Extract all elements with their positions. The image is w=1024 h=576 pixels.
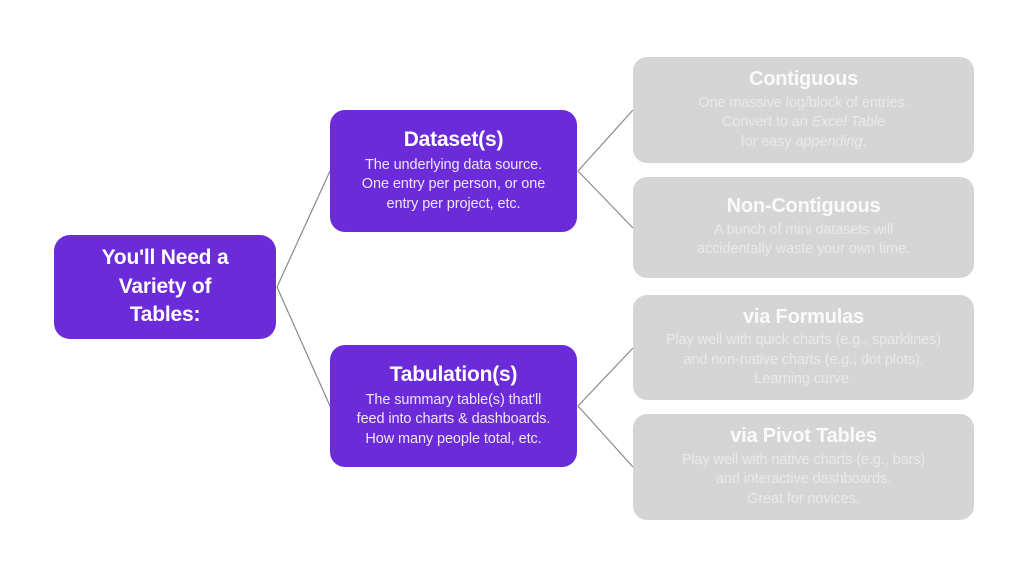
- leaf-contiguous-description: One massive log/block of entries.Convert…: [698, 94, 909, 150]
- leaf-node-via-pivot-tables[interactable]: via Pivot Tables Play well with native c…: [633, 414, 974, 520]
- branch-tabulation-description: The summary table(s) that'll feed into c…: [357, 391, 551, 449]
- leaf-via-formulas-title: via Formulas: [743, 305, 864, 328]
- root-node[interactable]: You'll Need a Variety of Tables:: [54, 235, 276, 339]
- leaf-via-pivot-tables-description: Play well with native charts (e.g., bars…: [681, 451, 926, 507]
- branch-dataset-desc-line-1: The underlying data source.: [364, 156, 543, 173]
- connector-root-to-dataset: [276, 170, 331, 288]
- branch-tabulation-desc-line-1: The summary table(s) that'll: [365, 391, 542, 408]
- connector-tabulation-to-pivot: [577, 405, 634, 468]
- connector-dataset-to-noncontiguous: [577, 170, 634, 229]
- root-title-line-2: Variety of: [118, 274, 212, 298]
- leaf-contiguous-title: Contiguous: [748, 68, 859, 91]
- branch-dataset-title: Dataset(s): [403, 127, 504, 151]
- leaf-non-contiguous-title: Non-Contiguous: [726, 195, 881, 218]
- branch-dataset-description: The underlying data source. One entry pe…: [361, 156, 546, 214]
- branch-tabulation-desc-line-3: How many people total, etc.: [365, 430, 542, 447]
- root-node-title: You'll Need a Variety of Tables:: [102, 244, 229, 331]
- branch-dataset-desc-line-2: One entry per person, or one: [361, 176, 546, 193]
- root-title-line-1: You'll Need a: [101, 245, 229, 269]
- branch-dataset-desc-line-3: entry per project, etc.: [386, 195, 521, 212]
- leaf-node-non-contiguous[interactable]: Non-Contiguous A bunch of mini datasets …: [633, 177, 974, 278]
- leaf-node-contiguous[interactable]: Contiguous One massive log/block of entr…: [633, 57, 974, 163]
- branch-node-tabulation[interactable]: Tabulation(s) The summary table(s) that'…: [330, 345, 577, 467]
- branch-tabulation-desc-line-2: feed into charts & dashboards.: [356, 411, 551, 428]
- root-title-line-3: Tables:: [129, 303, 201, 327]
- connector-root-to-tabulation: [276, 286, 331, 407]
- leaf-via-formulas-description: Play well with quick charts (e.g., spark…: [665, 332, 942, 387]
- leaf-node-via-formulas[interactable]: via Formulas Play well with quick charts…: [633, 295, 974, 400]
- connector-tabulation-to-formulas: [577, 347, 634, 407]
- branch-tabulation-title: Tabulation(s): [389, 362, 518, 386]
- leaf-via-pivot-tables-title: via Pivot Tables: [730, 425, 877, 448]
- branch-node-dataset[interactable]: Dataset(s) The underlying data source. O…: [330, 110, 577, 232]
- connector-dataset-to-contiguous: [577, 109, 634, 172]
